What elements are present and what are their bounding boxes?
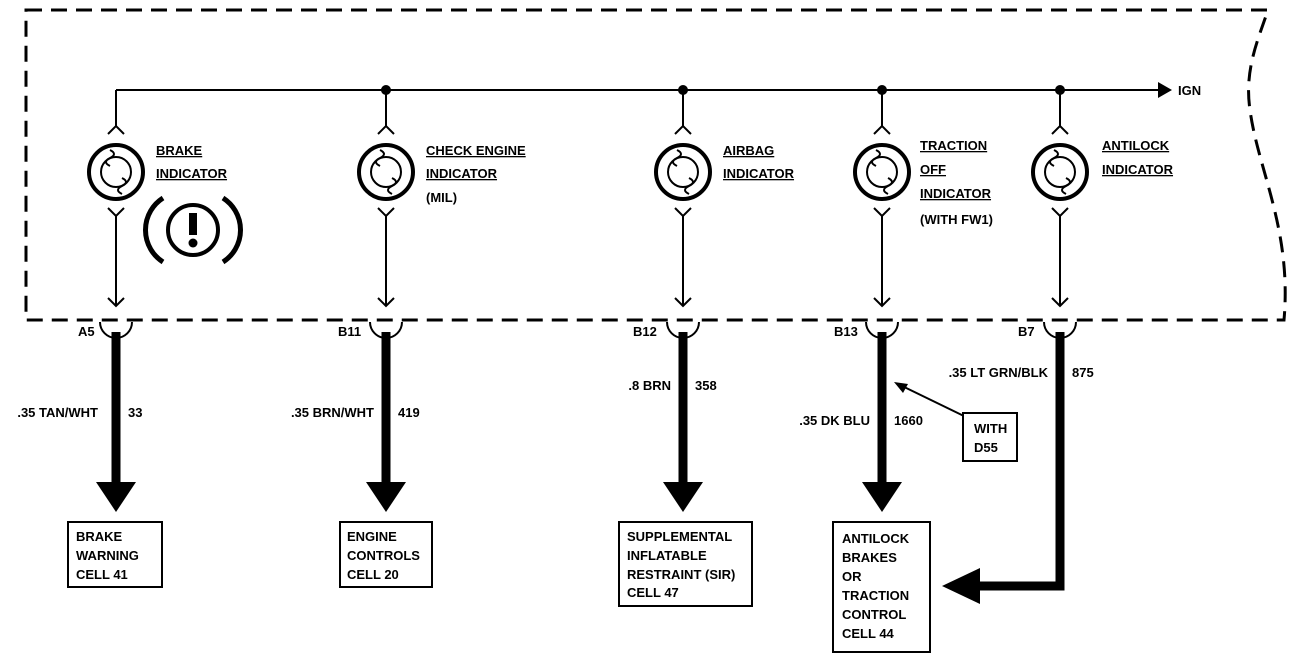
wire-b13 <box>862 332 902 512</box>
destination-text: CONTROL <box>842 607 906 622</box>
wire-b7 <box>942 332 1065 604</box>
connector-label: B13 <box>834 324 858 339</box>
airbag-indicator-label: AIRBAG <box>723 143 774 158</box>
wire-circuit-label: 419 <box>398 405 420 420</box>
option-note-arrow <box>894 382 908 393</box>
connector-label: B7 <box>1018 324 1035 339</box>
destination-box-brake-warning <box>67 521 163 588</box>
connector-label: B11 <box>338 324 361 339</box>
destination-text: BRAKE <box>76 529 123 544</box>
option-note-leader <box>897 383 969 419</box>
wire-color-label: .35 BRN/WHT <box>291 405 374 420</box>
destination-text: INFLATABLE <box>627 548 707 563</box>
antilock-indicator-lamp <box>1031 90 1089 339</box>
connector-label: A5 <box>78 324 95 339</box>
airbag-indicator-lamp <box>654 90 712 339</box>
destination-box-antilock-traction <box>832 521 931 653</box>
option-note-text: D55 <box>974 440 998 455</box>
brake-indicator-label: INDICATOR <box>156 166 228 181</box>
wire-circuit-label: 358 <box>695 378 717 393</box>
wire-circuit-label: 1660 <box>894 413 923 428</box>
antilock-indicator-label: ANTILOCK <box>1102 138 1170 153</box>
traction-off-indicator-lamp <box>853 90 911 339</box>
wire-color-label: .35 LT GRN/BLK <box>949 365 1049 380</box>
airbag-indicator-label: INDICATOR <box>723 166 795 181</box>
traction-off-indicator-label: INDICATOR <box>920 186 992 201</box>
check-engine-indicator-label: CHECK ENGINE <box>426 143 526 158</box>
check-engine-indicator-label: INDICATOR <box>426 166 498 181</box>
destination-text: TRACTION <box>842 588 909 603</box>
brake-indicator-label: BRAKE <box>156 143 203 158</box>
wire-a5 <box>96 332 136 512</box>
traction-off-indicator-label: TRACTION <box>920 138 987 153</box>
wire-color-label: .35 TAN/WHT <box>17 405 98 420</box>
check-engine-indicator-note: (MIL) <box>426 190 457 205</box>
destination-text: CELL 20 <box>347 567 399 582</box>
destination-box-engine-controls <box>339 521 433 588</box>
brake-indicator-lamp <box>87 90 145 339</box>
option-note-box <box>962 412 1018 462</box>
cluster-outline <box>24 8 1287 322</box>
destination-text: WARNING <box>76 548 139 563</box>
connector-label: B12 <box>633 324 657 339</box>
ign-label: IGN <box>1178 83 1201 98</box>
destination-text: CONTROLS <box>347 548 420 563</box>
destination-text: BRAKES <box>842 550 897 565</box>
traction-off-indicator-label: OFF <box>920 162 946 177</box>
wire-b12 <box>663 332 703 512</box>
destination-text: CELL 41 <box>76 567 128 582</box>
ign-arrow <box>1158 82 1172 98</box>
wire-color-label: .8 BRN <box>628 378 671 393</box>
destination-text: SUPPLEMENTAL <box>627 529 732 544</box>
brake-warning-symbol-icon <box>143 195 243 265</box>
wire-b11 <box>366 332 406 512</box>
destination-text: ANTILOCK <box>842 531 910 546</box>
destination-text: CELL 44 <box>842 626 895 641</box>
wire-circuit-label: 33 <box>128 405 142 420</box>
destination-box-sir <box>618 521 753 607</box>
destination-text: CELL 47 <box>627 585 679 600</box>
antilock-indicator-label: INDICATOR <box>1102 162 1174 177</box>
wire-color-label: .35 DK BLU <box>799 413 870 428</box>
option-note-text: WITH <box>974 421 1007 436</box>
traction-off-indicator-note: (WITH FW1) <box>920 212 993 227</box>
destination-text: RESTRAINT (SIR) <box>627 567 735 582</box>
wire-circuit-label: 875 <box>1072 365 1094 380</box>
destination-text: OR <box>842 569 862 584</box>
destination-text: ENGINE <box>347 529 397 544</box>
check-engine-indicator-lamp <box>357 90 415 339</box>
